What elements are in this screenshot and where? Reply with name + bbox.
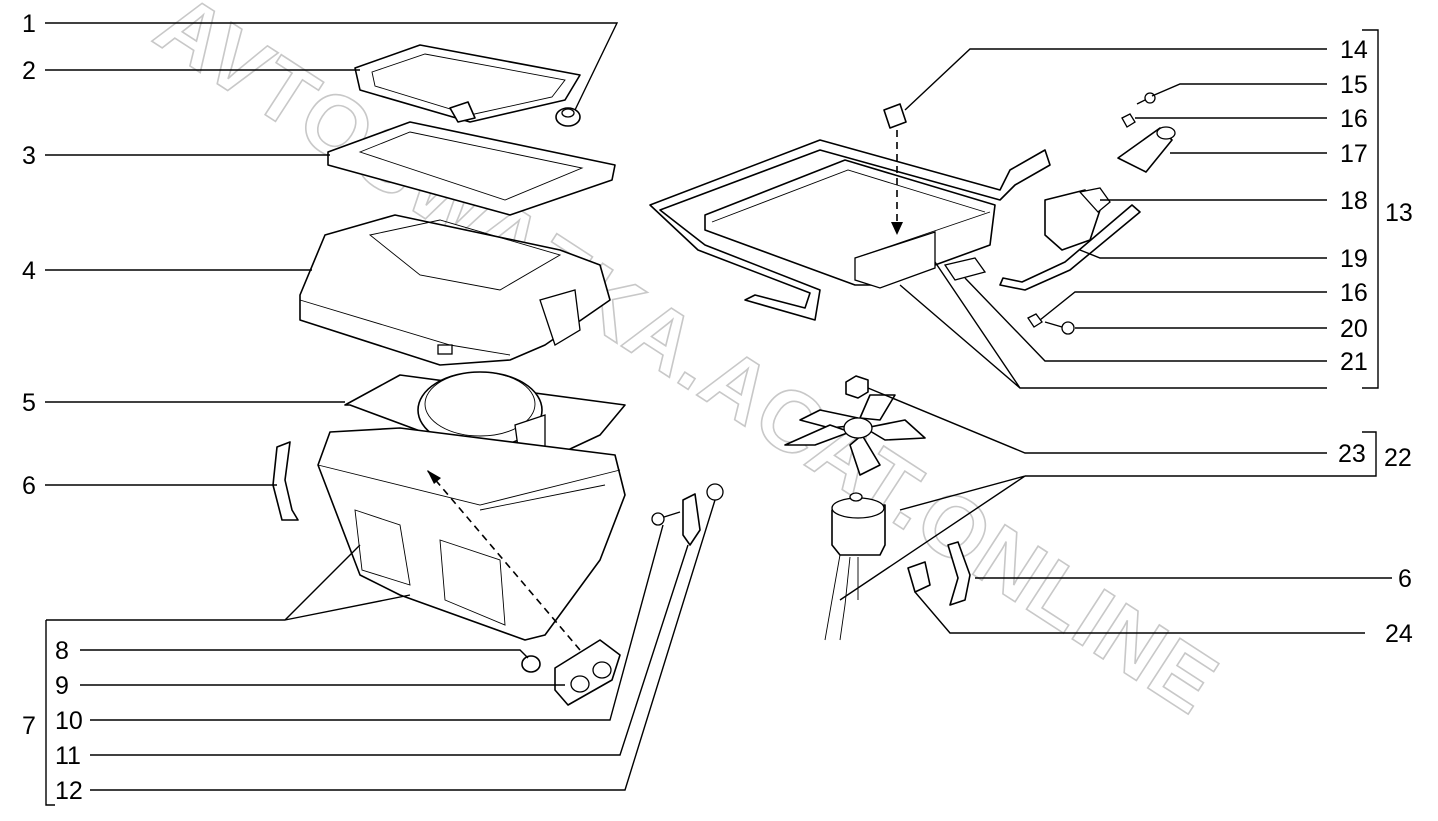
- part-15-screw: [1136, 92, 1156, 105]
- part-2-cover: [354, 44, 581, 123]
- watermark: AVTOSWAZKA.ACAT.ONLINE: [139, 0, 1236, 734]
- part-13-radiator: [704, 159, 996, 289]
- callout-6-left: 6: [22, 472, 36, 500]
- callout-23: 23: [1338, 440, 1366, 468]
- callout-24: 24: [1385, 620, 1413, 648]
- part-16-washer-top: [1121, 113, 1136, 128]
- callout-15: 15: [1340, 71, 1368, 99]
- callout-16-bottom: 16: [1340, 279, 1368, 307]
- callout-12: 12: [55, 777, 83, 805]
- part-22-motor: [824, 492, 886, 641]
- part-14-clip: [883, 103, 907, 129]
- callout-21: 21: [1340, 348, 1368, 376]
- part-22-fan: [784, 394, 926, 476]
- part-20-bolt: [1044, 321, 1075, 335]
- part-3-frame: [327, 121, 616, 216]
- callout-6-right: 6: [1398, 565, 1412, 593]
- callout-8: 8: [55, 637, 69, 665]
- part-7-lower-housing: [317, 427, 626, 641]
- part-9-switch: [554, 639, 621, 706]
- callout-22: 22: [1384, 444, 1412, 472]
- callout-16-top: 16: [1340, 105, 1368, 133]
- callout-20: 20: [1340, 315, 1368, 343]
- part-6-clip-right: [947, 541, 971, 606]
- part-21-flange: [943, 257, 987, 281]
- watermark-text: AVTOSWAZKA.ACAT.ONLINE: [140, 0, 1235, 733]
- part-1-grommet: [555, 107, 581, 127]
- leader-lines: [45, 22, 1392, 806]
- callout-14: 14: [1340, 36, 1368, 64]
- part-13-seal: [649, 139, 1051, 321]
- callout-10: 10: [55, 707, 83, 735]
- arrow-head-left: [427, 470, 441, 484]
- callout-19: 19: [1340, 245, 1368, 273]
- part-23-nut: [845, 375, 869, 399]
- part-17-pipe: [1117, 126, 1176, 173]
- callout-3: 3: [22, 142, 36, 170]
- arrow-head-top: [891, 222, 903, 235]
- part-6-clip-left: [272, 441, 299, 521]
- part-4-upper-housing: [299, 214, 611, 366]
- callout-5: 5: [22, 389, 36, 417]
- part-18-tap: [1044, 187, 1111, 251]
- part-16-washer-bottom: [1027, 313, 1043, 328]
- part-19-hose: [999, 204, 1141, 291]
- part-24-block: [907, 561, 931, 593]
- callout-11: 11: [55, 742, 81, 770]
- assembly-arrow-left: [426, 469, 581, 651]
- part-11-bracket: [682, 493, 701, 546]
- callout-17: 17: [1340, 140, 1368, 168]
- part-8-ring: [521, 655, 541, 673]
- part-12-nut: [706, 483, 724, 501]
- callout-18: 18: [1340, 187, 1368, 215]
- callout-2: 2: [22, 57, 36, 85]
- callout-9: 9: [55, 672, 69, 700]
- callout-1: 1: [22, 10, 36, 38]
- callout-numbers: 1 2 3 4 5 6 7 8 9 10 11 12 14 15 16 17 1…: [22, 10, 1413, 805]
- callout-7: 7: [22, 712, 36, 740]
- callout-4: 4: [22, 257, 36, 285]
- part-10-screw: [651, 511, 681, 526]
- callout-13: 13: [1385, 199, 1413, 227]
